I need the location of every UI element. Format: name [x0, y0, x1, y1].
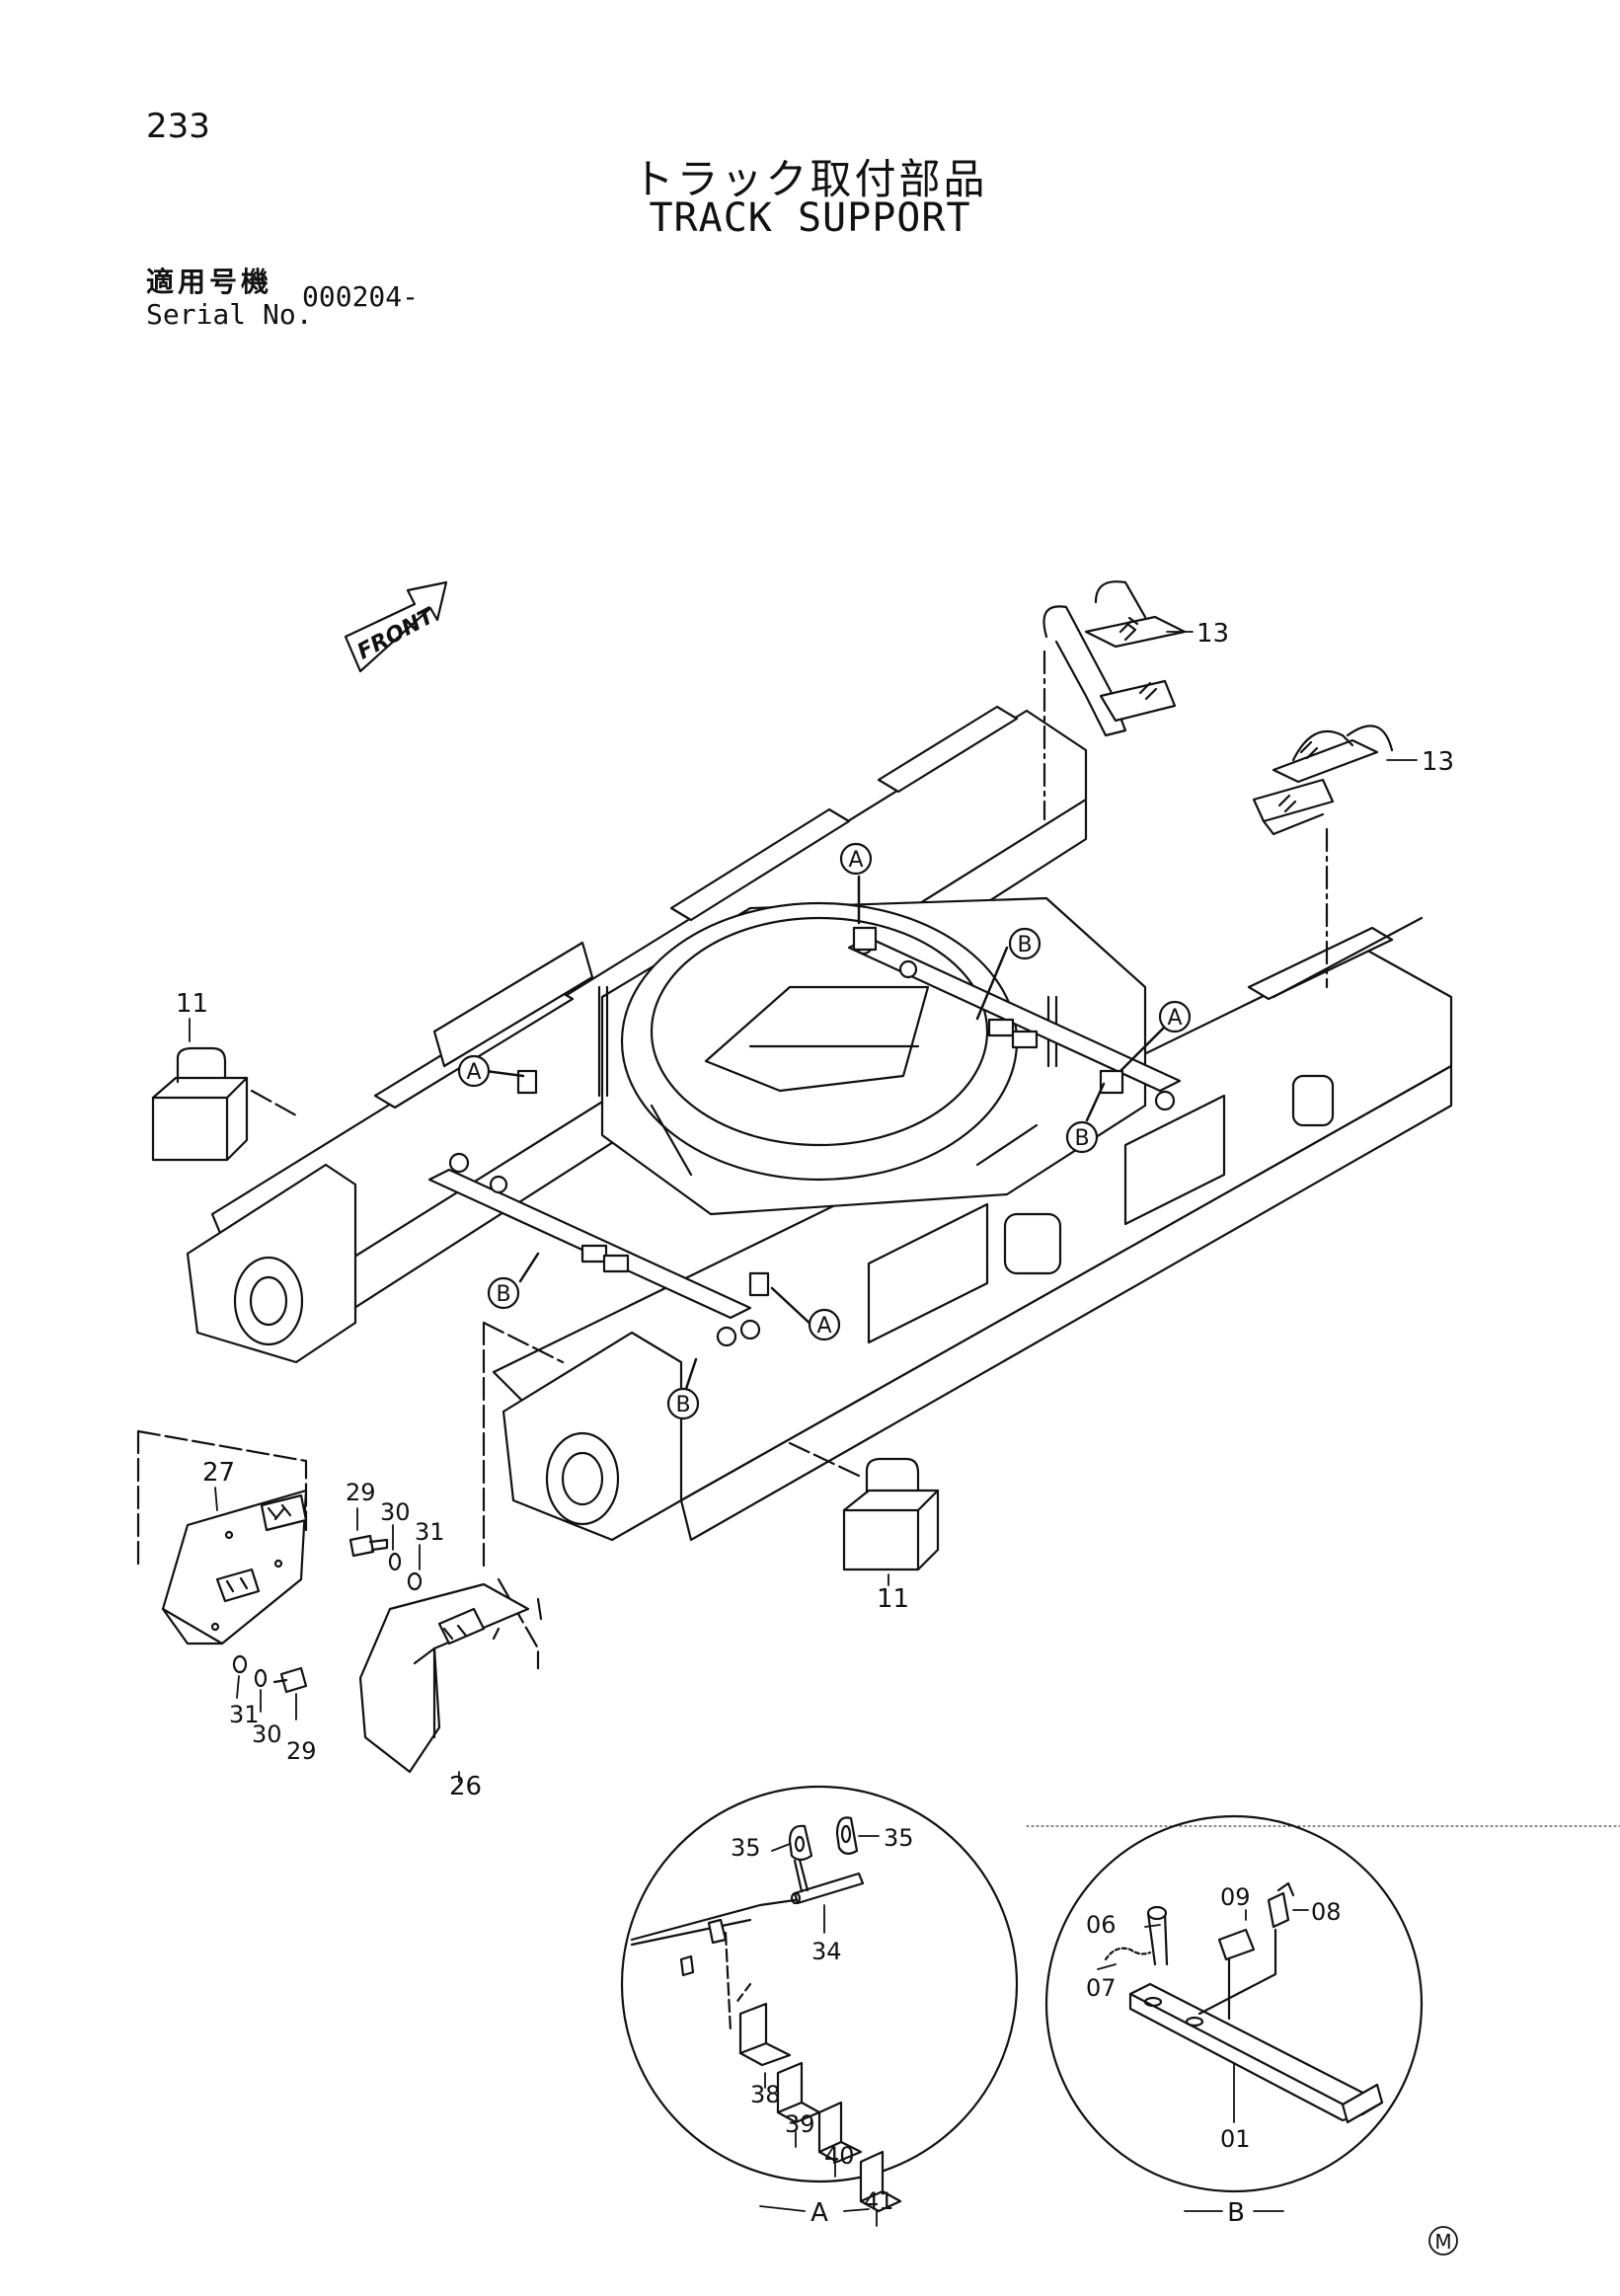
- part-number-29: 29: [286, 1737, 317, 1765]
- part-number-35: 35: [731, 1834, 761, 1862]
- part-number-40: 40: [824, 2142, 855, 2170]
- part-number-06: 06: [1086, 1911, 1117, 1939]
- ref-a: A: [466, 1060, 481, 1085]
- part-number-08: 08: [1311, 1898, 1342, 1926]
- part-13-guard-upper: [1042, 580, 1187, 821]
- serial-label: Serial No.: [146, 298, 313, 331]
- ref-b: B: [1074, 1126, 1089, 1151]
- serial-value: 000204-: [302, 280, 420, 313]
- part-number-09: 09: [1220, 1883, 1251, 1911]
- part-number-31: 31: [229, 1701, 260, 1728]
- serial-label-japanese: 適用号機: [146, 266, 273, 298]
- part-number-11: 11: [877, 1584, 909, 1614]
- part-number-31: 31: [415, 1518, 445, 1546]
- part-number-07: 07: [1086, 1974, 1117, 2002]
- track-frame: [186, 705, 1453, 1542]
- detail-a-circle: [620, 1785, 1019, 2227]
- mark-label: M: [1434, 2230, 1451, 2254]
- page-title: TRACK SUPPORT: [649, 195, 971, 241]
- detail-b-circle: [1044, 1814, 1424, 2193]
- hardware-upper: [348, 1507, 423, 1591]
- part-11-weight-left: [151, 1046, 298, 1162]
- ref-a: A: [816, 1314, 831, 1339]
- part-number-29: 29: [346, 1479, 376, 1506]
- detail-a-label: A: [810, 2198, 828, 2228]
- reference-circles: A A A A B B B B: [457, 842, 1192, 1420]
- part-number-30: 30: [252, 1721, 282, 1748]
- detail-b-label: B: [1227, 2198, 1245, 2228]
- part-number-13: 13: [1422, 747, 1454, 777]
- ref-b: B: [1017, 933, 1032, 957]
- part-number-38: 38: [750, 2081, 781, 2108]
- ref-b: B: [496, 1282, 510, 1307]
- part-number-27: 27: [202, 1458, 235, 1488]
- hardware-lower: [232, 1654, 308, 1721]
- part-number-34: 34: [811, 1938, 842, 1965]
- part-number-01: 01: [1220, 2125, 1251, 2153]
- part-number-39: 39: [785, 2110, 815, 2138]
- part-11-weight-right: [788, 1441, 940, 1571]
- ref-a: A: [848, 848, 863, 873]
- part-number-35: 35: [884, 1824, 914, 1852]
- part-number-13: 13: [1196, 619, 1229, 649]
- part-number-11: 11: [176, 989, 208, 1019]
- part-26-guard: [358, 1321, 565, 1774]
- part-13-guard-lower: [1252, 725, 1394, 989]
- part-27-guard: [136, 1429, 308, 1645]
- page-number: 233: [146, 107, 210, 146]
- track-guard-bars: [427, 936, 1182, 1347]
- reference-leaders: [484, 875, 1172, 1391]
- ref-a: A: [1167, 1006, 1182, 1031]
- m-mark-icon: M: [1428, 2226, 1458, 2256]
- ref-b: B: [675, 1393, 690, 1417]
- part-number-41: 41: [864, 2187, 894, 2215]
- part-number-30: 30: [380, 1498, 411, 1526]
- part-number-26: 26: [449, 1772, 482, 1801]
- front-arrow-icon: FRONT: [344, 580, 448, 673]
- page-title-japanese: トラック取付部品: [632, 155, 988, 203]
